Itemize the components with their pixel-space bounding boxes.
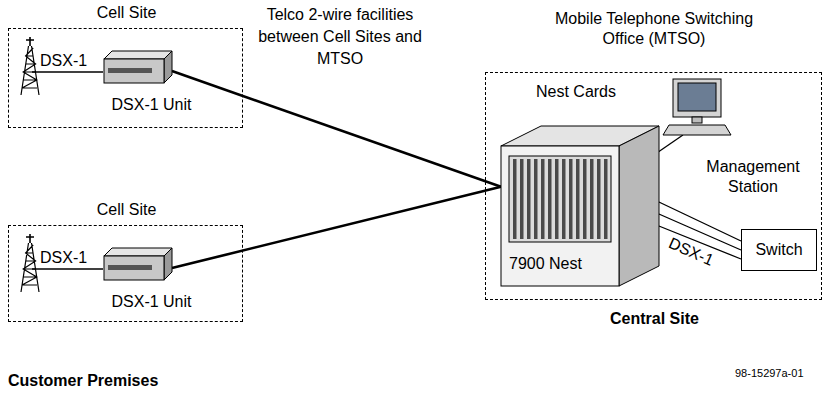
node-text: Cell Site [9,200,244,220]
node-text: Cell Site [9,3,244,23]
signal-name: DSX-1 [40,50,87,72]
figure-number: 98-15297a-01 [735,366,804,380]
node-text: DSX-1 Unit [99,292,204,312]
dsx1-unit: DSX-1 Unit [99,51,204,123]
node-text: Nest Cards [531,82,621,102]
switch-box: Switch [741,229,817,271]
node-text: DSX-1 Unit [99,95,204,115]
node-text: Central Site [486,309,823,329]
cell-tower [21,37,103,95]
cell-tower [21,234,103,292]
signal-name: DSX-1 [40,247,87,269]
nest-chassis: Nest Cards7900 Nest [501,126,666,286]
node-text: Mobile Telephone Switching Office (MTSO) [534,9,774,49]
dsx1-unit: DSX-1 Unit [99,248,204,320]
connector-line [172,71,501,187]
node-text: 7900 Nest [509,254,613,274]
site-caption: Customer Premises [8,370,158,392]
cell-site-region: DSX-1 UnitCell Site [8,225,243,322]
cell-site-region: DSX-1 UnitCell Site [8,28,243,128]
connector-line [172,187,501,268]
management-station: Management Station [663,79,813,204]
facility-note: Telco 2-wire facilities between Cell Sit… [245,4,435,70]
mtso-region: Nest Cards7900 NestManagement StationSwi… [485,72,822,300]
node-text: Management Station [693,157,813,197]
node-text: Switch [755,240,802,260]
